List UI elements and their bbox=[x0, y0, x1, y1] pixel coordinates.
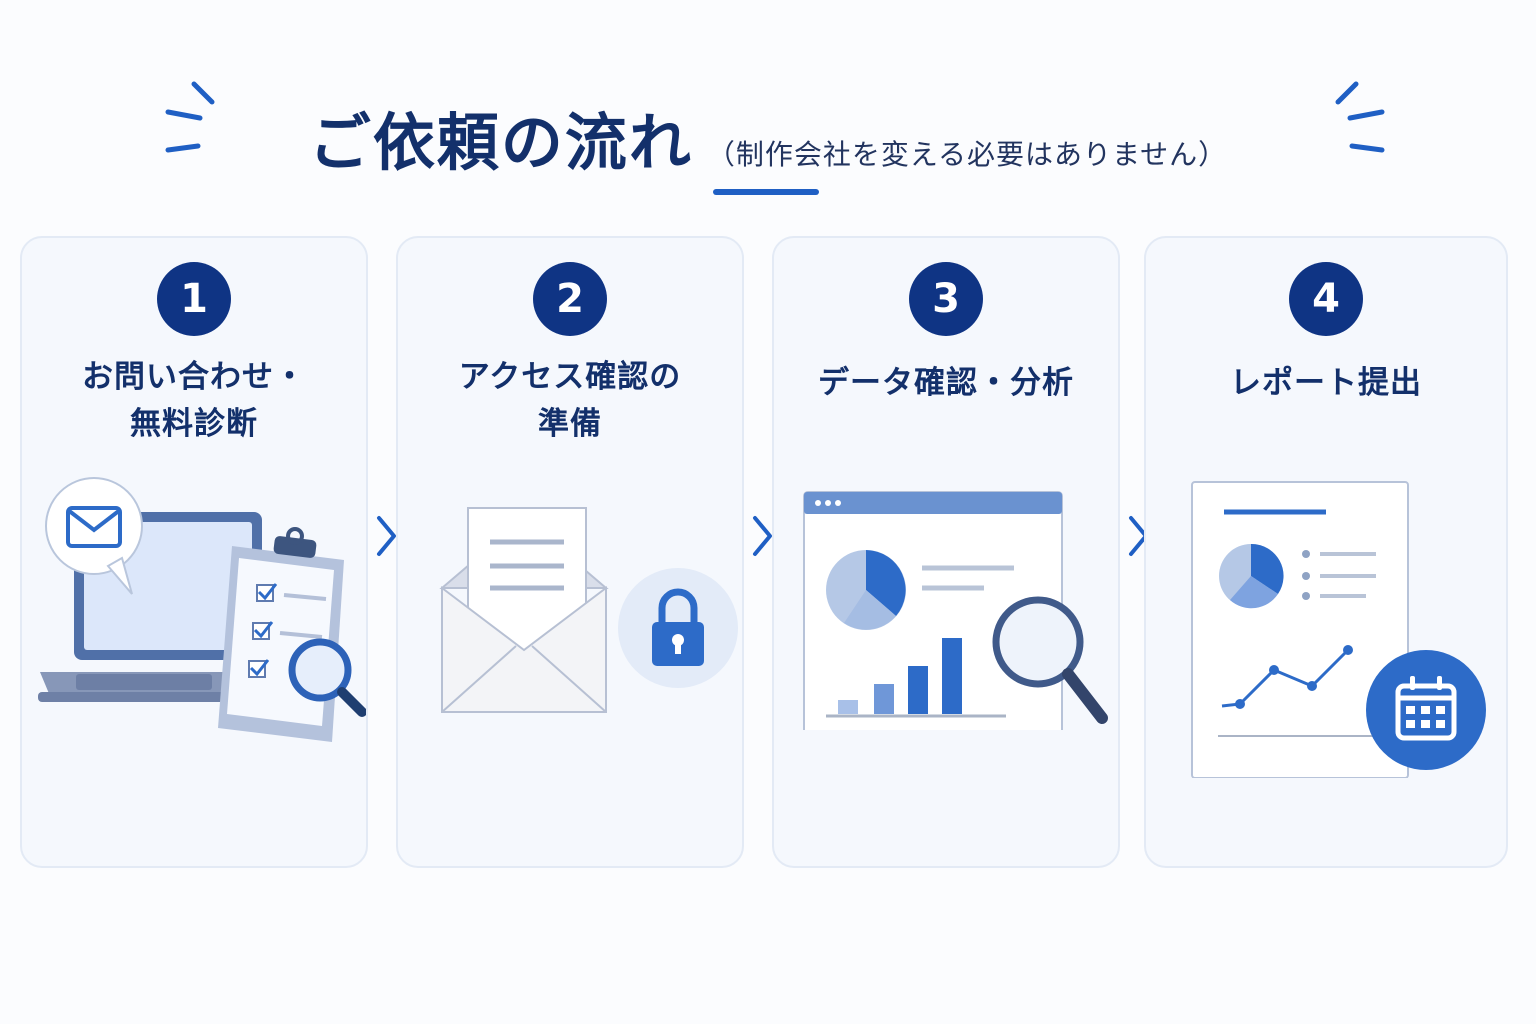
step-card-4: 4 レポート提出 bbox=[1144, 236, 1508, 868]
mail-icon bbox=[45, 477, 143, 595]
pie-chart-icon bbox=[826, 550, 1014, 630]
data-analysis-illustration bbox=[803, 491, 1108, 730]
report-illustration bbox=[1191, 481, 1486, 778]
clipboard-icon bbox=[218, 527, 344, 742]
access-prep-illustration bbox=[439, 507, 738, 713]
title-underline bbox=[713, 189, 819, 195]
magnifier-icon bbox=[288, 638, 366, 717]
calendar-icon bbox=[1366, 650, 1486, 770]
lock-icon bbox=[618, 568, 738, 688]
step-label: レポート提出 bbox=[1230, 365, 1422, 401]
page-subtitle: （制作会社を変える必要はありません） bbox=[706, 138, 1228, 171]
magnifier-icon bbox=[992, 596, 1108, 724]
line-chart-icon bbox=[1218, 645, 1382, 737]
step-card-3: 3 データ確認・分析 bbox=[772, 236, 1120, 868]
inquiry-illustration bbox=[38, 477, 366, 742]
step-number-badge: 4 bbox=[1289, 262, 1363, 336]
step-label: データ確認・分析 bbox=[818, 365, 1074, 401]
step-label: アクセス確認の 準備 bbox=[458, 359, 682, 442]
pie-chart-icon bbox=[1219, 543, 1376, 609]
step-number-badge: 2 bbox=[533, 262, 607, 336]
bar-chart-icon bbox=[826, 638, 1006, 718]
burst-lines-left-icon bbox=[165, 81, 215, 153]
chevron-right-icon bbox=[753, 516, 772, 556]
title-row: ご依頼の流れ （制作会社を変える必要はありません） bbox=[0, 92, 1536, 182]
envelope-icon bbox=[439, 507, 609, 713]
header: ご依頼の流れ （制作会社を変える必要はありません） bbox=[0, 0, 1536, 210]
step-label: お問い合わせ・ 無料診断 bbox=[82, 359, 306, 442]
burst-lines-right-icon bbox=[1335, 81, 1385, 153]
step-number-badge: 3 bbox=[909, 262, 983, 336]
step-card-1: 1 お問い合わせ・ 無料診断 bbox=[20, 236, 368, 868]
step-card-2: 2 アクセス確認の 準備 bbox=[396, 236, 744, 868]
chevron-right-icon bbox=[377, 516, 396, 556]
page-title: ご依頼の流れ bbox=[308, 106, 693, 179]
step-number-badge: 1 bbox=[157, 262, 231, 336]
